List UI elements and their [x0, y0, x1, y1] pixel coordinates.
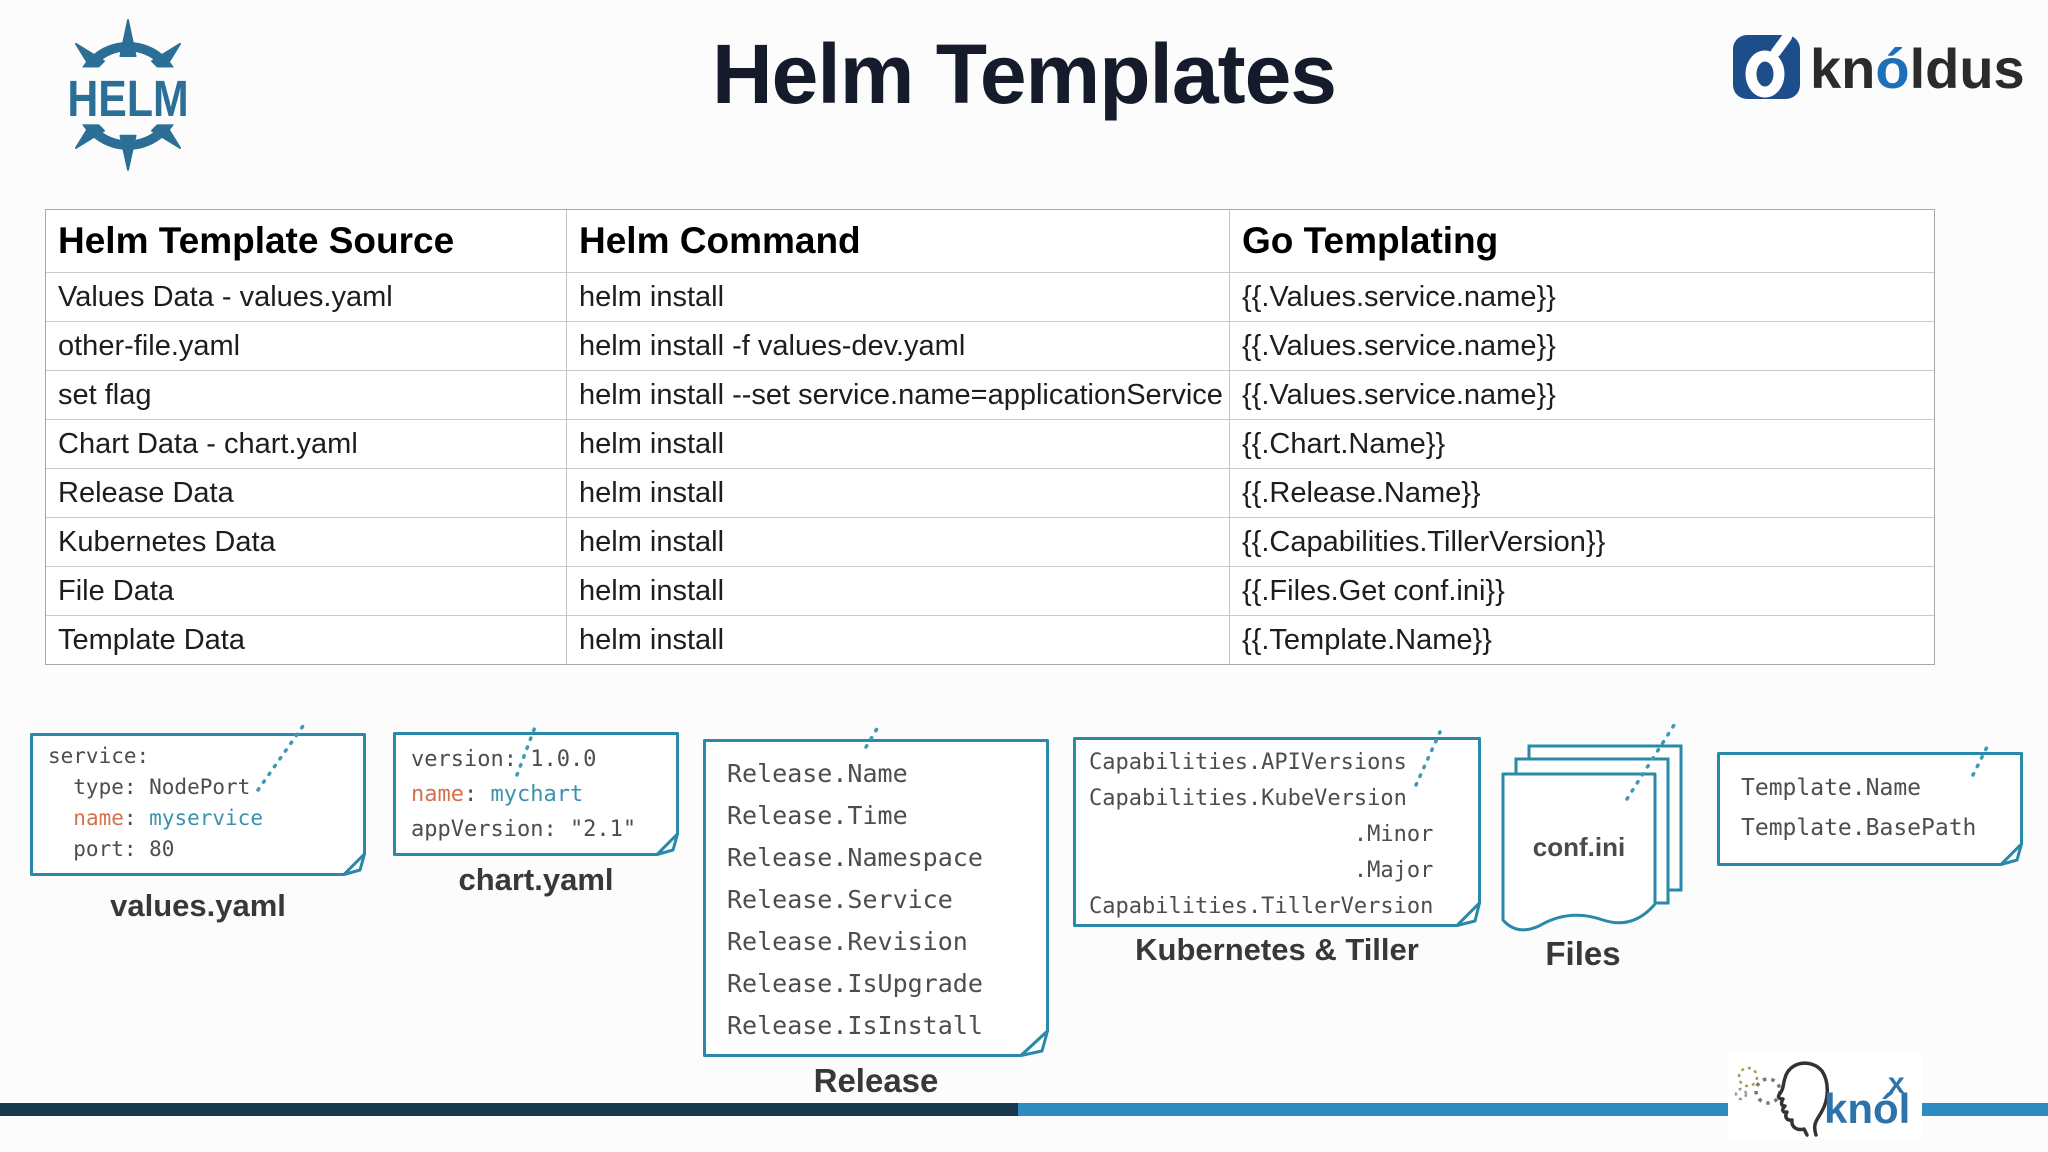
table-cell: {{.Values.service.name}} [1230, 370, 1934, 419]
yaml-key: name [411, 782, 464, 807]
code-line: name: mychart [411, 782, 584, 807]
table-row: Release Data helm install {{.Release.Nam… [46, 468, 1934, 517]
page-title: Helm Templates [712, 27, 1337, 121]
code-line: service: [48, 744, 150, 768]
knoldus-accent-icon [1771, 32, 1792, 57]
knoldus-o-icon [1745, 50, 1785, 98]
table-row: Chart Data - chart.yaml helm install {{.… [46, 419, 1934, 468]
code-line: Release.IsUpgrade [727, 969, 983, 998]
note-page-icon [1073, 737, 1481, 927]
code-line: Capabilities.APIVersions [1089, 750, 1407, 775]
helm-text-band [43, 67, 213, 125]
helm-templates-table: Helm Template Source Helm Command Go Tem… [45, 209, 1935, 665]
release-caption: Release [813, 1062, 939, 1099]
helm-logo: HELM [43, 19, 213, 171]
note-page-icon [703, 739, 1049, 1057]
chart-yaml-note: version: 1.0.0 name: mychart appVersion:… [393, 732, 679, 856]
code-line: .Minor [1089, 822, 1434, 847]
table-cell: helm install [567, 272, 1230, 321]
table-cell: Template Data [46, 615, 567, 664]
code-line: version: 1.0.0 [411, 747, 597, 772]
code-line: Template.Name [1741, 775, 1922, 801]
files-caption: Files [1545, 935, 1621, 972]
code-line: Capabilities.KubeVersion [1089, 786, 1407, 811]
kubernetes-tiller-note: Capabilities.APIVersions Capabilities.Ku… [1073, 737, 1481, 927]
column-header: Helm Command [567, 210, 1230, 272]
helm-wheel-spokes [74, 19, 182, 171]
table-cell: Values Data - values.yaml [46, 272, 567, 321]
table-row: File Data helm install {{.Files.Get conf… [46, 566, 1934, 615]
code-line: Release.Name [727, 759, 908, 788]
gear-dots-icon [1734, 1087, 1748, 1101]
table-cell: {{.Capabilities.TillerVersion}} [1230, 517, 1934, 566]
template-note: Template.Name Template.BasePath [1717, 752, 2023, 866]
files-pages-icon [1501, 744, 1683, 932]
table-cell: Kubernetes Data [46, 517, 567, 566]
values-yaml-caption: values.yaml [110, 888, 286, 923]
files-stack: conf.ini [1501, 744, 1685, 940]
code-line: Release.Revision [727, 927, 968, 956]
table-cell: {{.Values.service.name}} [1230, 321, 1934, 370]
code-line: Release.Namespace [727, 843, 983, 872]
table-cell: helm install [567, 517, 1230, 566]
yaml-value: myservice [149, 806, 263, 830]
table-cell: {{.Files.Get conf.ini}} [1230, 566, 1934, 615]
table-header-row: Helm Template Source Helm Command Go Tem… [46, 210, 1934, 272]
table-cell: {{.Chart.Name}} [1230, 419, 1934, 468]
table-cell: {{.Template.Name}} [1230, 615, 1934, 664]
table-cell: helm install [567, 419, 1230, 468]
table-cell: helm install [567, 468, 1230, 517]
column-header: Helm Template Source [46, 210, 567, 272]
table-cell: File Data [46, 566, 567, 615]
yaml-value: mychart [490, 782, 584, 807]
column-header: Go Templating [1242, 220, 1499, 261]
values-yaml-note: service: type: NodePort name: myservice … [30, 733, 366, 876]
kubernetes-tiller-caption: Kubernetes & Tiller [1135, 932, 1419, 967]
table-row: Template Data helm install {{.Template.N… [46, 615, 1934, 664]
knoldus-wordmark: knóldus [1810, 37, 2025, 100]
footer-bar-navy [0, 1103, 1018, 1116]
note-page-icon [1717, 752, 2023, 866]
code-line: Release.Service [727, 885, 953, 914]
head-profile-icon [1776, 1061, 1829, 1137]
knolx-sup: x [1888, 1067, 1905, 1100]
code-line: Template.BasePath [1741, 815, 1977, 841]
knolx-logo: knól x [1728, 1053, 1922, 1138]
code-line: Release.Time [727, 801, 908, 830]
table-row: Kubernetes Data helm install {{.Capabili… [46, 517, 1934, 566]
table-row: other-file.yaml helm install -f values-d… [46, 321, 1934, 370]
code-line: Release.IsInstall [727, 1011, 983, 1040]
table-row: set flag helm install --set service.name… [46, 370, 1934, 419]
table-cell: helm install -f values-dev.yaml [567, 321, 1230, 370]
release-note: Release.Name Release.Time Release.Namesp… [703, 739, 1049, 1057]
table-cell: Release Data [46, 468, 567, 517]
code-line: appVersion: "2.1" [411, 817, 637, 842]
table-cell: set flag [46, 370, 567, 419]
table-cell: {{.Values.service.name}} [1230, 272, 1934, 321]
code-line: Capabilities.TillerVersion [1089, 894, 1434, 919]
note-page-icon [393, 732, 679, 856]
table-cell: helm install --set service.name=applicat… [567, 370, 1230, 419]
yaml-key: name [73, 806, 124, 830]
code-line: .Major [1089, 858, 1434, 883]
helm-logo-text: HELM [67, 70, 188, 127]
table-cell: {{.Release.Name}} [1230, 468, 1934, 517]
table-row: Values Data - values.yaml helm install {… [46, 272, 1934, 321]
knoldus-logo: knóldus [1733, 32, 2025, 100]
gear-dots-icon [1737, 1066, 1759, 1088]
table-cell: Chart Data - chart.yaml [46, 419, 567, 468]
table-cell: helm install [567, 566, 1230, 615]
chart-yaml-caption: chart.yaml [458, 862, 614, 897]
conf-ini-label: conf.ini [1532, 832, 1626, 862]
knolx-text: knól [1824, 1085, 1910, 1132]
code-line: name: myservice [73, 806, 263, 830]
code-line: type: NodePort [48, 775, 251, 799]
code-line: port: 80 [48, 837, 175, 861]
table-cell: helm install [567, 615, 1230, 664]
table-cell: other-file.yaml [46, 321, 567, 370]
